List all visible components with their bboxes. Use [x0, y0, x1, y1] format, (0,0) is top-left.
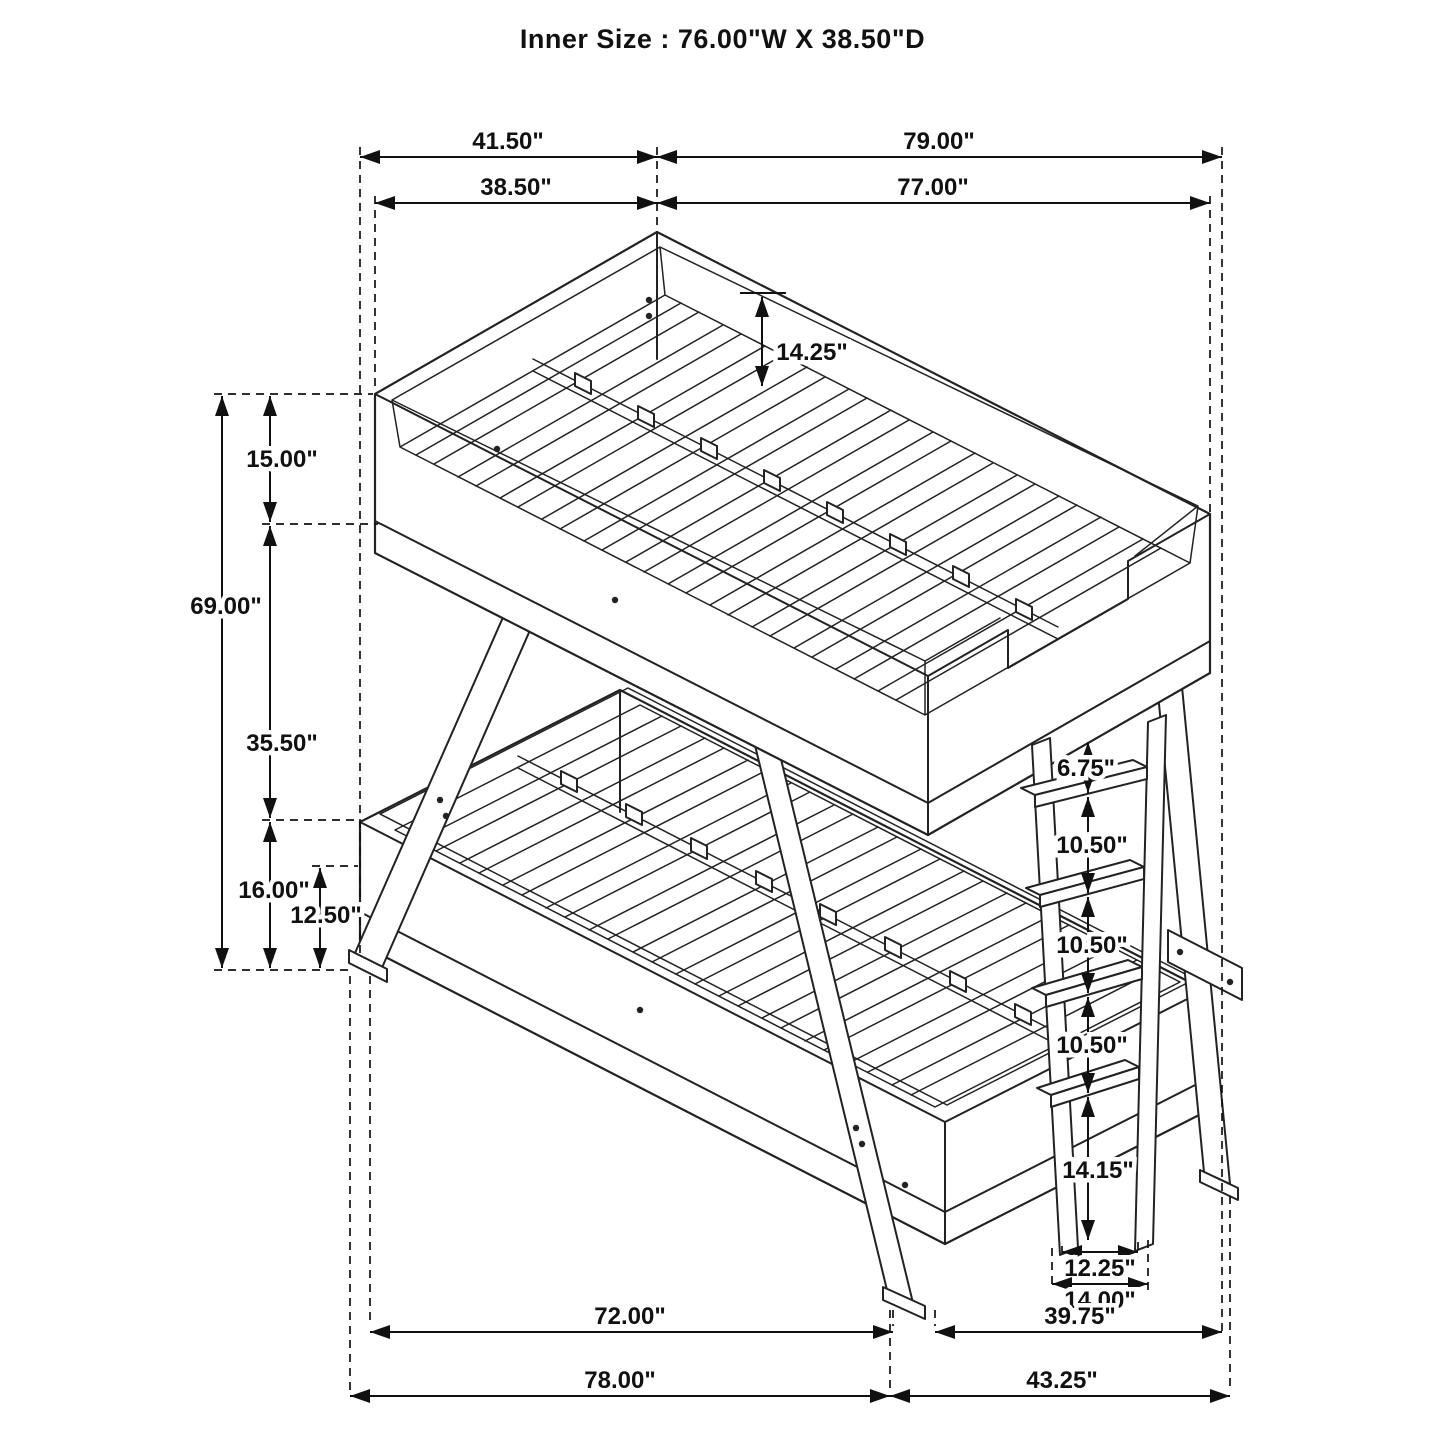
top-bunk-beam-cleats [574, 372, 1033, 621]
dim-label-ladder-top-gap: 6.75" [1057, 755, 1115, 782]
bunk-bed-drawing [348, 230, 1243, 1320]
dim-label-top-rail-height: 15.00" [246, 446, 317, 473]
dim-label-bottom-bunk-width: 72.00" [594, 1303, 665, 1330]
dim-label-base-right-span: 39.75" [1044, 1303, 1115, 1330]
dim-label-overall-base-width: 78.00" [584, 1367, 655, 1394]
dim-label-ladder-inner-width: 12.25" [1064, 1255, 1135, 1282]
dim-label-ladder-rung-gap-3: 10.50" [1056, 1032, 1127, 1059]
dim-base-right-overall: 43.25" [890, 1363, 1230, 1403]
dim-bunk-depth: 38.50" [375, 170, 657, 210]
dim-base-right-span: 39.75" [935, 1299, 1222, 1339]
diagram-title: Inner Size : 76.00"W X 38.50"D [519, 24, 926, 54]
dim-overall-height: 69.00" [186, 396, 266, 968]
dim-overall-base-width: 78.00" [350, 1363, 890, 1403]
dim-label-overall-height: 69.00" [190, 593, 261, 620]
dim-bunk-width: 77.00" [657, 170, 1210, 210]
dim-label-ladder-rung-gap-1: 10.50" [1056, 832, 1127, 859]
top-bunk-inner-rim [391, 246, 1199, 716]
dim-label-overall-top-depth: 41.50" [472, 128, 543, 155]
dim-label-ladder-bottom-gap: 14.15" [1062, 1157, 1133, 1184]
top-bunk-support-beam [532, 358, 1059, 640]
extension-lines [214, 147, 1231, 1390]
dim-ladder-inner-width: 12.25" [1060, 1245, 1140, 1287]
dim-label-ladder-rung-gap-2: 10.50" [1056, 932, 1127, 959]
dim-ladder-rung-gap-3: 10.50" [1052, 997, 1132, 1093]
dim-top-rail-height: 15.00" [242, 396, 322, 522]
dim-under-clearance: 12.50" [286, 868, 366, 968]
dim-bottom-rail-floor-height: 16.00" [234, 822, 314, 968]
legs [348, 580, 1243, 1320]
top-bunk-silhouette [373, 230, 1212, 837]
dim-bottom-bunk-width: 72.00" [370, 1299, 893, 1339]
screw-dots [436, 296, 1234, 1189]
dim-label-bunk-width: 77.00" [897, 174, 968, 201]
right-brace-board [1167, 929, 1243, 1001]
dim-label-bottom-rail-floor-height: 16.00" [238, 877, 309, 904]
dim-label-overall-top-width: 79.00" [903, 128, 974, 155]
dim-label-bunk-depth: 38.50" [480, 174, 551, 201]
dim-ladder-rung-gap-1: 10.50" [1052, 797, 1132, 893]
leg-back-left-foot [348, 949, 388, 983]
leg-front-center-foot [882, 1286, 926, 1320]
dimension-annotations: 41.50" 79.00" 38.50" 77.00" 14.25" 69.00… [186, 124, 1231, 1403]
dim-label-bunk-gap: 35.50" [246, 730, 317, 757]
dim-overall-top-depth: 41.50" [360, 124, 657, 164]
dim-label-base-right-overall: 43.25" [1026, 1367, 1097, 1394]
ladder [1020, 714, 1167, 1256]
bottom-bunk-support-beam [517, 755, 1059, 1046]
dim-label-guard-rail-inner-height: 14.25" [776, 339, 847, 366]
dim-ladder-top-gap: 6.75" [1052, 742, 1120, 793]
dim-ladder-outer-width: 14.00" [1052, 1277, 1148, 1319]
top-bunk [373, 230, 1212, 837]
leg-right-foot [1199, 1169, 1239, 1201]
bottom-bunk-beam-cleats [560, 770, 1032, 1026]
dim-bunk-gap: 35.50" [242, 526, 322, 818]
dim-label-ladder-outer-width: 14.00" [1064, 1287, 1135, 1314]
dim-label-under-clearance: 12.50" [290, 902, 361, 929]
dim-ladder-rung-gap-2: 10.50" [1052, 897, 1132, 993]
dim-guard-rail-inner-height: 14.25" [740, 292, 852, 386]
dim-ladder-bottom-gap: 14.15" [1058, 1097, 1138, 1240]
dim-overall-top-width: 79.00" [657, 124, 1222, 164]
